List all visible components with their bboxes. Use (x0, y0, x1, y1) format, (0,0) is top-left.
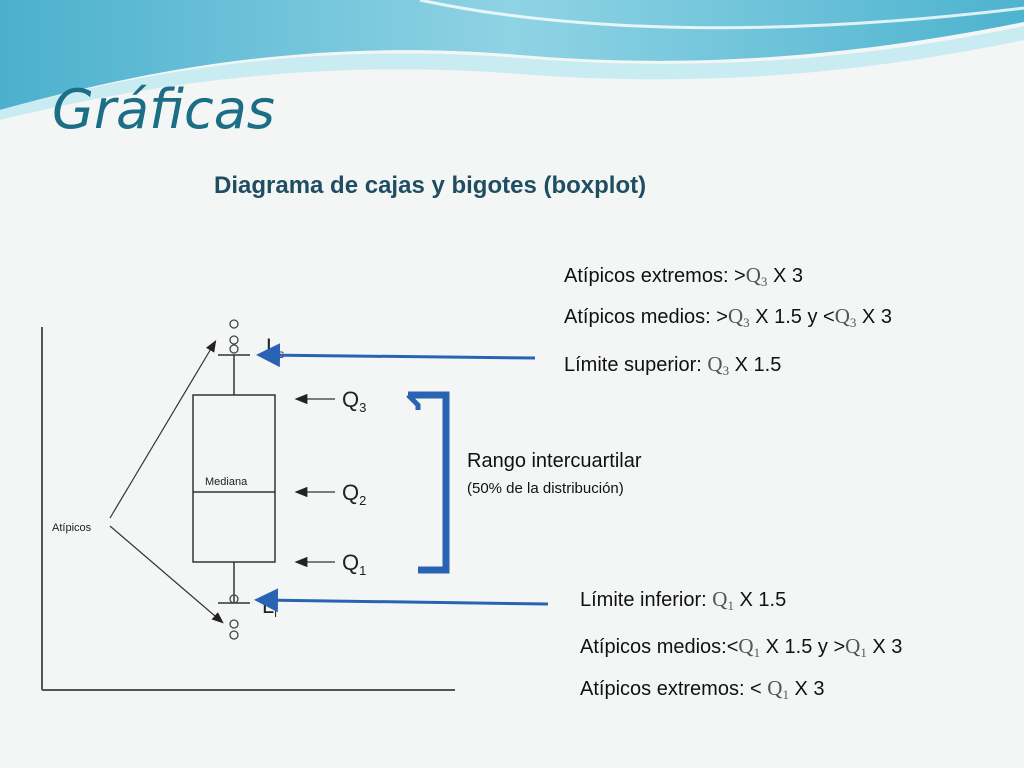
header-wave-decoration (0, 0, 1024, 120)
q3-label: Q3 (342, 387, 366, 415)
iqr-bracket-tip (406, 393, 421, 410)
q2-label: Q2 (342, 480, 366, 508)
outliers-arrow-upper (109, 339, 217, 519)
wave-band-light (0, 26, 1024, 120)
median-label: Mediana (205, 476, 248, 488)
outlier-point (229, 619, 239, 629)
iqr-sublabel: (50% de la distribución) (467, 480, 624, 497)
upper-extreme-outliers-note: Atípicos extremos: >Q3 X 3 (564, 263, 803, 289)
lower-limit-pointer-arrow (254, 588, 549, 613)
outlier-point (229, 594, 239, 604)
iqr-bracket (408, 391, 450, 574)
outlier-point (229, 335, 239, 345)
upper-medium-outliers-note: Atípicos medios: >Q3 X 1.5 y <Q3 X 3 (564, 304, 892, 330)
outlier-point (229, 319, 239, 329)
slide-title: Gráficas (52, 78, 275, 141)
lower-limit-label: Li (262, 593, 277, 620)
iqr-label: Rango intercuartilar (467, 450, 642, 472)
outlier-point (229, 344, 239, 354)
upper-limit-pointer-arrow (256, 343, 536, 368)
outliers-label: Atípicos (52, 522, 92, 534)
outlier-point (229, 630, 239, 640)
upper-limit-label: Ls (266, 334, 284, 361)
wave-highlight (419, 0, 1024, 30)
slide-subtitle: Diagrama de cajas y bigotes (boxplot) (214, 172, 647, 199)
outliers-arrow-lower (109, 525, 224, 624)
lower-medium-outliers-note: Atípicos medios:<Q1 X 1.5 y >Q1 X 3 (580, 634, 903, 660)
lower-extreme-outliers-note: Atípicos extremos: < Q1 X 3 (580, 676, 825, 702)
upper-limit-note: Límite superior: Q3 X 1.5 (564, 352, 782, 378)
q1-label: Q1 (342, 550, 366, 578)
lower-limit-note: Límite inferior: Q1 X 1.5 (580, 587, 787, 613)
